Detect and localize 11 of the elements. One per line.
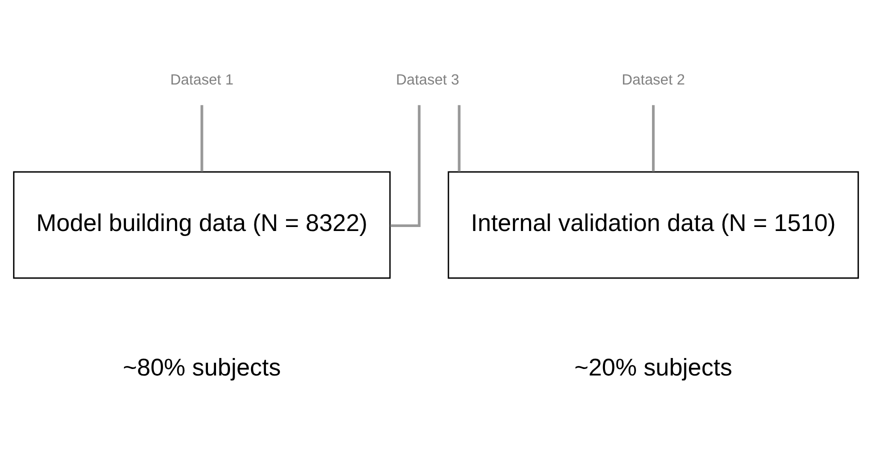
node-text: Dataset 3 <box>396 72 460 88</box>
connector <box>200 104 204 172</box>
node-text: Dataset 2 <box>622 72 685 88</box>
connector <box>458 104 461 172</box>
node-box: Model building data (N = 8322) <box>13 170 391 278</box>
connector <box>652 104 655 172</box>
node-box: Internal validation data (N = 1510) <box>448 170 859 278</box>
node-text: Dataset 1 <box>170 72 234 88</box>
node-label: ~80% subjects <box>122 354 281 381</box>
connector <box>390 104 421 227</box>
node-label: ~20% subjects <box>574 354 732 381</box>
